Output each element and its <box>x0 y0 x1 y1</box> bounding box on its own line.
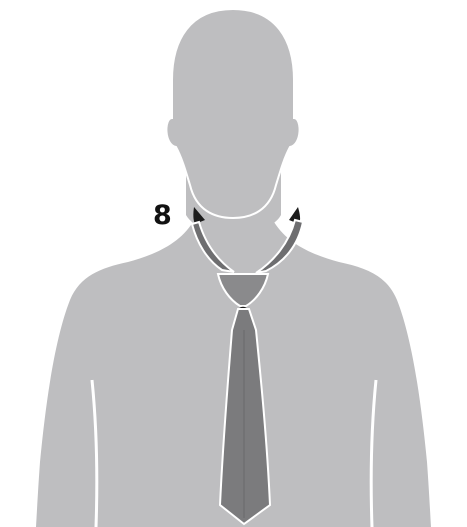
step-number-label: 8 <box>153 200 172 231</box>
